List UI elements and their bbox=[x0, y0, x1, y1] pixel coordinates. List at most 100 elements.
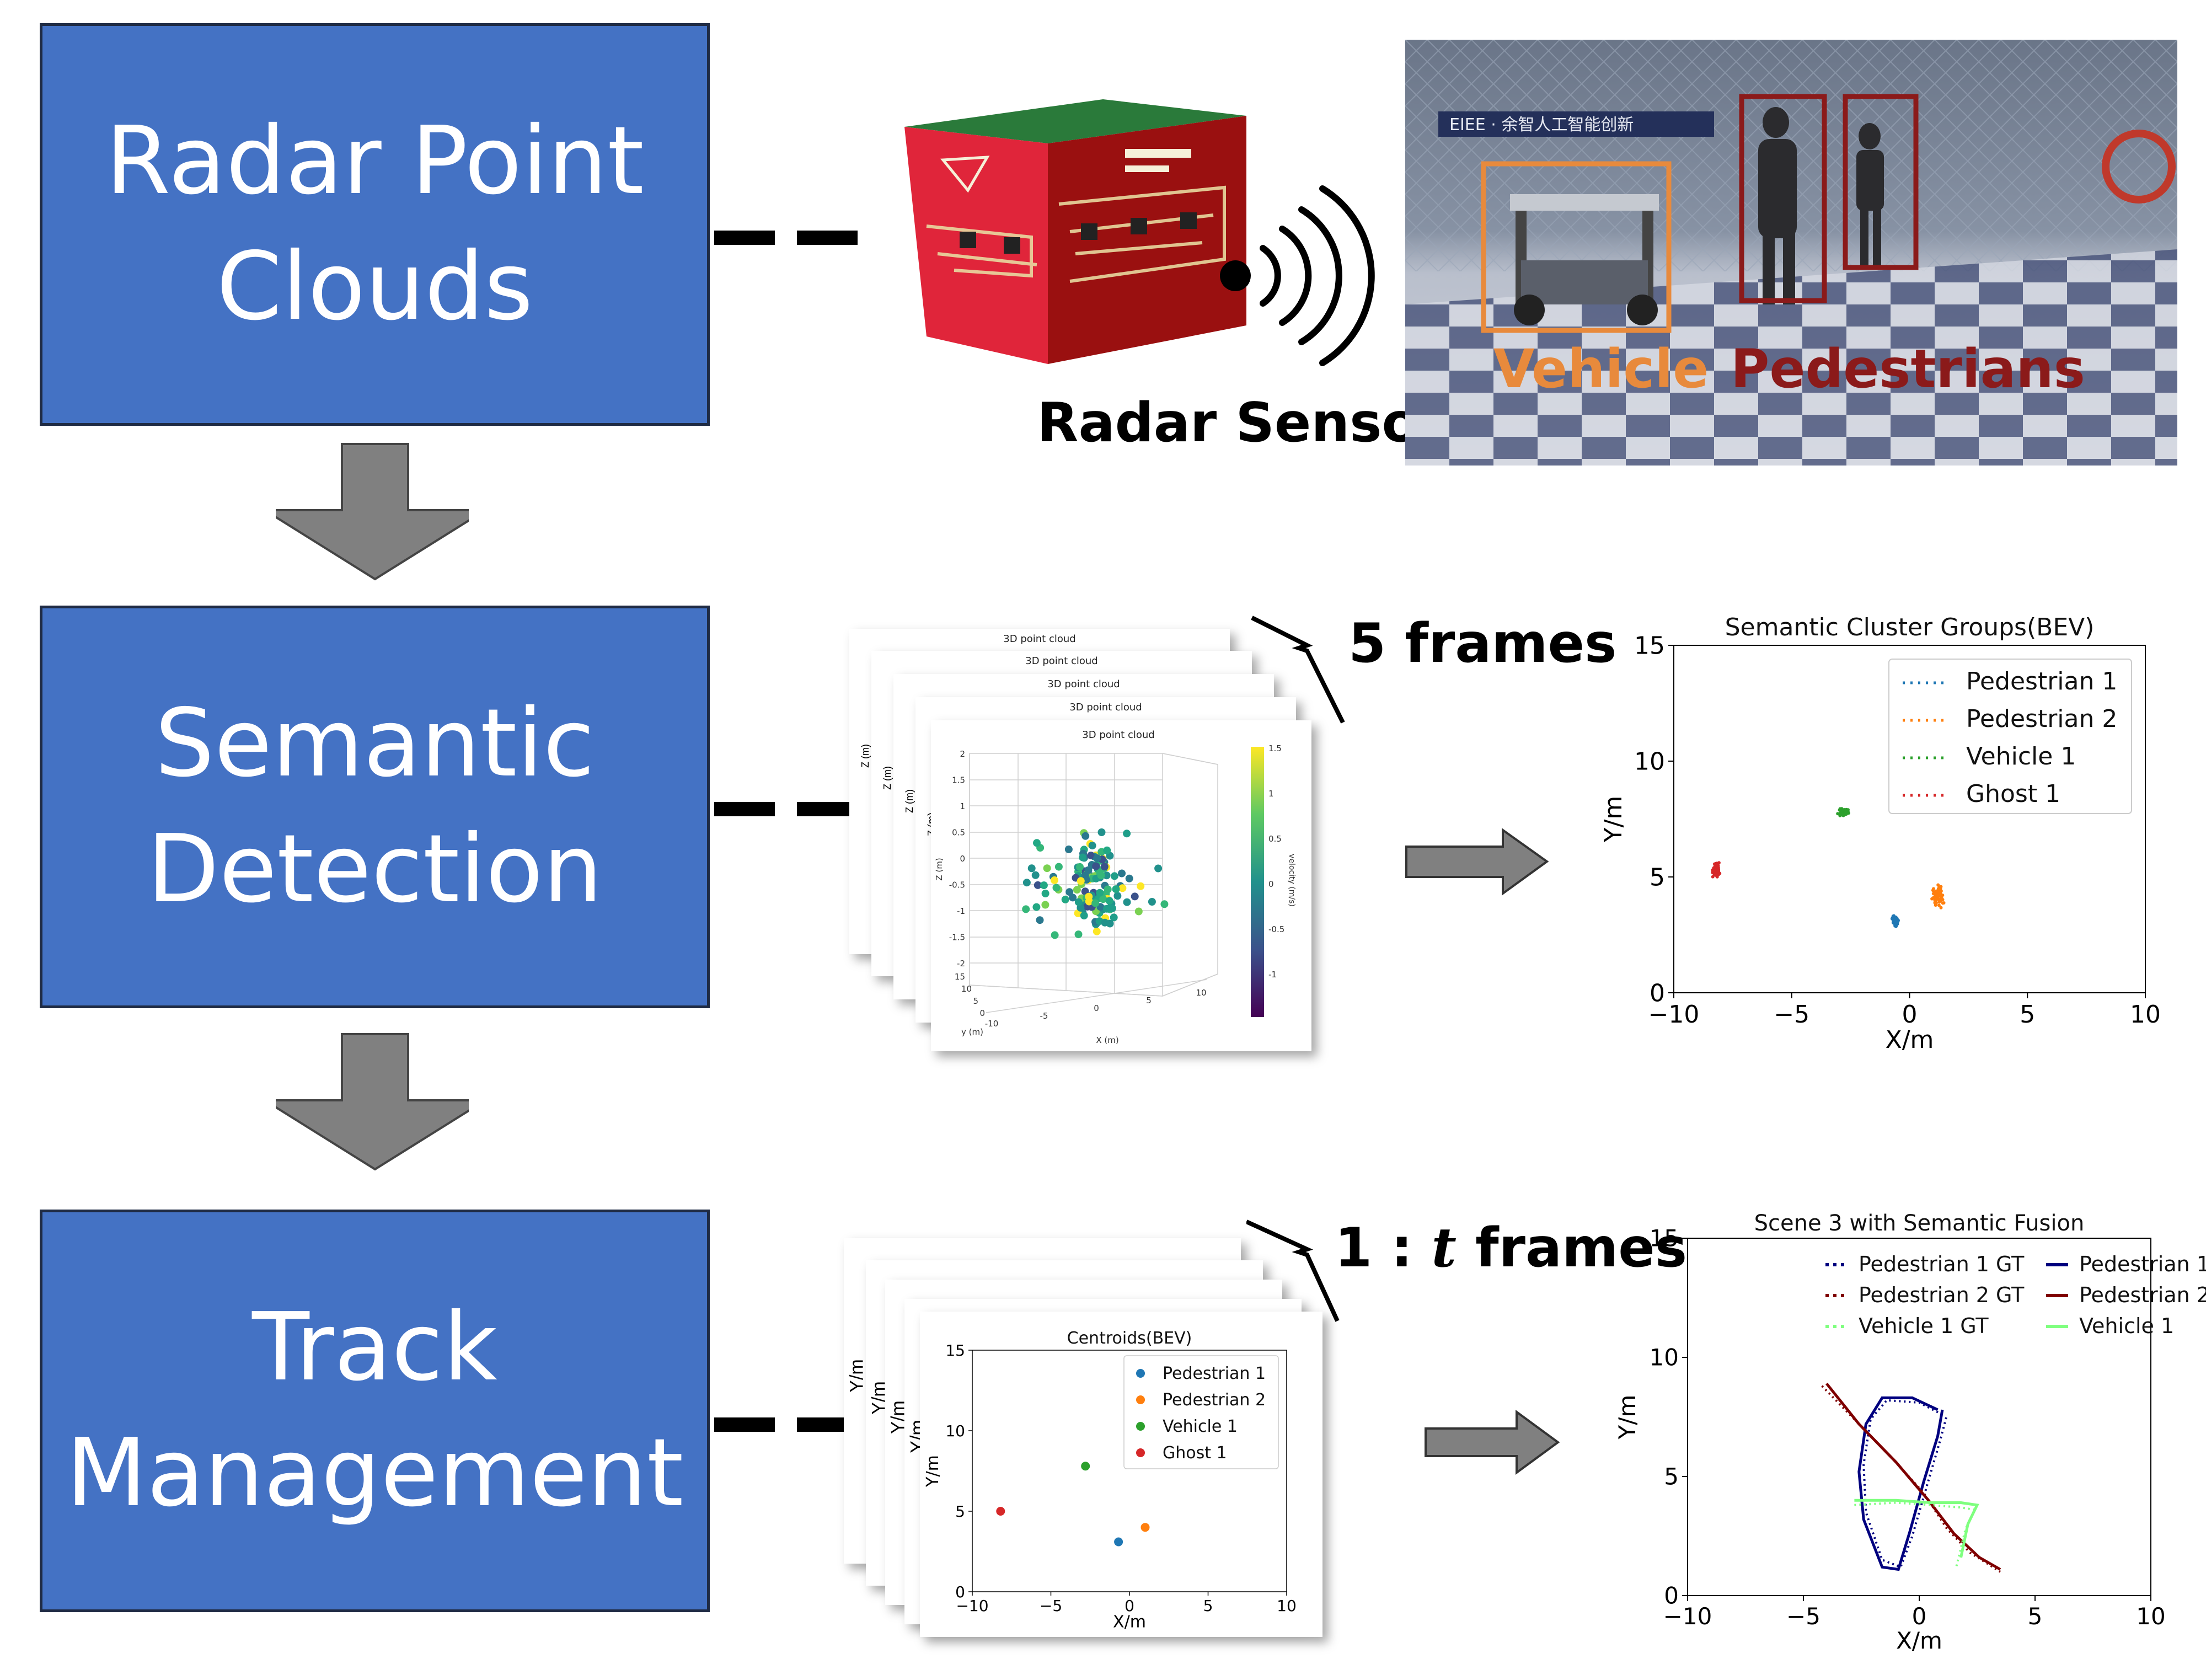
y-tick-label: 0 bbox=[955, 1583, 965, 1601]
x-tick-label: 10 bbox=[1277, 1597, 1297, 1615]
legend-label: Pedestrian 2 bbox=[1163, 1390, 1266, 1410]
frames-label-5: 5 frames bbox=[1348, 612, 1617, 675]
z-tick-label: -2 bbox=[957, 959, 965, 969]
track-pedestrian-1 bbox=[1857, 1396, 1944, 1571]
x-tick-label: -5 bbox=[1040, 1011, 1048, 1021]
point-cloud-point bbox=[1034, 881, 1042, 889]
point-cloud-point bbox=[1105, 897, 1113, 905]
colorbar-tick-label: 0.5 bbox=[1268, 834, 1282, 844]
cluster-point bbox=[1712, 869, 1716, 873]
x-tick-label: 10 bbox=[1196, 988, 1206, 998]
point-cloud-point bbox=[1103, 905, 1111, 913]
frame-z-label: Z (m) bbox=[859, 744, 871, 768]
cluster-point bbox=[1838, 808, 1841, 812]
vehicle-robot bbox=[1510, 194, 1659, 325]
dashed-connector-1 bbox=[714, 231, 874, 245]
y-tick-label: 15 bbox=[945, 1341, 965, 1360]
x-tick-label: −5 bbox=[1040, 1597, 1062, 1615]
colorbar-tick-label: 0 bbox=[1268, 879, 1274, 889]
point-cloud-point bbox=[1043, 864, 1051, 873]
point-cloud-point bbox=[1123, 830, 1131, 838]
down-arrow-2 bbox=[276, 1033, 469, 1171]
cluster-point bbox=[1717, 861, 1721, 865]
x-tick-label: 10 bbox=[2136, 1603, 2165, 1630]
z-tick-label: 0 bbox=[960, 854, 965, 864]
x-tick-label: 5 bbox=[1203, 1597, 1213, 1615]
chart-legend bbox=[1888, 659, 2132, 814]
stage-label: Semantic Detection bbox=[147, 689, 603, 924]
frame-title: 3D point cloud bbox=[1082, 729, 1154, 741]
cluster-point bbox=[1713, 873, 1717, 877]
point-cloud-point bbox=[1051, 931, 1059, 939]
cluster-point bbox=[1892, 918, 1896, 921]
y-tick-label: 5 bbox=[973, 996, 978, 1006]
radar-sensor-label: Radar Sensor bbox=[1037, 392, 1446, 454]
x-tick-label: 5 bbox=[2020, 1000, 2035, 1029]
cluster-point bbox=[1844, 810, 1848, 814]
stage-box-semantic-detection: Semantic Detection bbox=[40, 606, 710, 1008]
legend-swatch bbox=[1136, 1395, 1145, 1404]
point-cloud-point bbox=[1054, 863, 1063, 871]
plot-3d-box bbox=[969, 753, 1218, 1013]
point-cloud-point bbox=[1154, 864, 1163, 873]
point-cloud-point bbox=[1118, 869, 1126, 878]
x-axis-label: X/m bbox=[1113, 1612, 1146, 1631]
point-cloud-point bbox=[1061, 895, 1069, 903]
frame-z-label: Z (m) bbox=[881, 766, 893, 790]
frame-title: 3D point cloud bbox=[1025, 655, 1098, 667]
frame-title: 3D point cloud bbox=[1003, 633, 1076, 645]
chart-title: Centroids(BEV) bbox=[1067, 1329, 1192, 1348]
centroid-pedestrian-1 bbox=[1114, 1537, 1123, 1547]
radar-board-top bbox=[904, 99, 1246, 143]
track-vehicle-1 bbox=[1854, 1499, 1979, 1558]
y-tick-label: 15 bbox=[1634, 632, 1665, 660]
plot-frame bbox=[1687, 1238, 2151, 1596]
cluster-point bbox=[1715, 865, 1719, 869]
frame-title: 3D point cloud bbox=[1069, 702, 1142, 713]
point-cloud-point bbox=[1096, 889, 1104, 897]
x-tick-label: 0 bbox=[1902, 1000, 1918, 1029]
x-axis-label: X/m bbox=[1896, 1627, 1942, 1654]
x-tick-label: 5 bbox=[1146, 996, 1152, 1005]
cluster-point bbox=[1939, 906, 1943, 909]
y-axis-label: y (m) bbox=[961, 1027, 983, 1037]
x-tick-label: 0 bbox=[1125, 1597, 1134, 1615]
track-pedestrian-2-gt bbox=[1821, 1385, 2001, 1573]
point-cloud-point bbox=[1100, 863, 1109, 871]
point-cloud-point bbox=[1073, 886, 1081, 894]
point-cloud-point bbox=[1079, 853, 1087, 862]
legend-label: Vehicle 1 bbox=[1966, 742, 2076, 771]
colorbar-tick-label: 1 bbox=[1268, 789, 1274, 799]
y-tick-label: 0 bbox=[979, 1008, 985, 1018]
point-cloud-point bbox=[1069, 893, 1077, 902]
x-tick-label: 0 bbox=[1912, 1603, 1927, 1630]
point-cloud-point bbox=[1051, 876, 1058, 884]
x-tick-label: −10 bbox=[956, 1597, 988, 1615]
y-tick-label: 5 bbox=[955, 1502, 965, 1521]
point-cloud-point bbox=[1084, 866, 1093, 874]
cluster-point bbox=[1836, 812, 1840, 816]
cluster-point bbox=[1712, 866, 1716, 870]
y-tick-label: 5 bbox=[1650, 863, 1665, 891]
legend-swatch bbox=[1136, 1369, 1145, 1378]
point-cloud-point bbox=[1027, 864, 1036, 873]
point-cloud-point bbox=[1022, 879, 1031, 887]
point-cloud-point bbox=[1087, 852, 1095, 860]
radar-waves-icon bbox=[1260, 185, 1375, 366]
centroid-vehicle-1 bbox=[1081, 1462, 1090, 1471]
frames-suffix: frames bbox=[1456, 1217, 1688, 1280]
point-cloud-point bbox=[1097, 871, 1105, 880]
y-tick-label: 10 bbox=[1650, 1344, 1679, 1371]
x-tick-label: 0 bbox=[1094, 1003, 1099, 1013]
cluster-point bbox=[1841, 814, 1845, 817]
point-cloud-point bbox=[1052, 884, 1061, 892]
x-axis-label: X (m) bbox=[1096, 1035, 1118, 1045]
legend-label: Pedestrian 2 GT bbox=[1859, 1283, 2025, 1307]
frames-brace-2 bbox=[1246, 1219, 1340, 1322]
colorbar-tick-label: -1 bbox=[1268, 970, 1277, 980]
frame-title: 3D point cloud bbox=[1047, 678, 1120, 690]
legend-swatch bbox=[1136, 1422, 1145, 1431]
x-tick-label: 5 bbox=[2028, 1603, 2043, 1630]
